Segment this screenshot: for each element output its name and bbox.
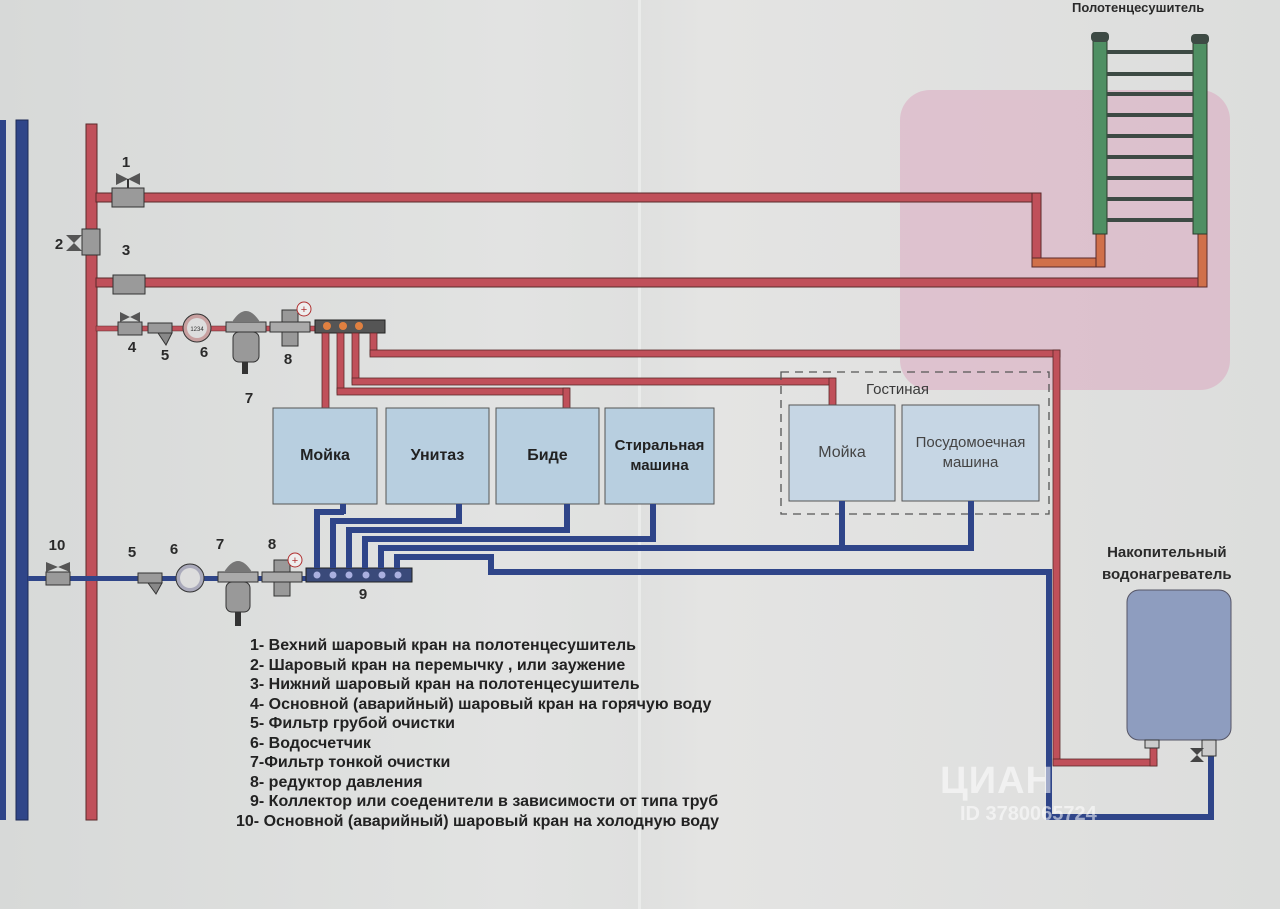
legend-item-8: 8- редуктор давления [250,773,423,791]
fixture-bidet-label: Биде [527,447,568,464]
fine-filter-7-cold [217,561,259,626]
room-boundary [780,371,1050,515]
legend-item-9: 9- Коллектор или соеденители в зависимос… [250,793,719,810]
cold-supply-line [28,576,318,581]
fine-filter-7-hot [225,311,267,374]
water-heater-title-line1: Накопительный [1107,544,1227,561]
fixture-sink-label: Мойка [300,447,350,464]
fixture-boxes [272,404,1040,505]
callout-4: 4 [128,339,137,356]
hot-manifold [314,319,386,334]
callout-3: 3 [122,242,130,259]
ball-valve-3 [112,274,146,295]
legend-item-5: 5- Фильтр грубой очистки [250,715,455,732]
legend-item-2: 2- Шаровый кран на перемычку , или зауже… [250,656,626,674]
callout-7-cold: 7 [216,536,224,553]
callout-10: 10 [49,537,66,554]
callout-8-hot: 8 [284,351,292,368]
meter-reading: 1234 [190,327,204,333]
callout-6-hot: 6 [200,344,208,361]
svg-text:+: + [292,555,298,567]
callout-1: 1 [122,154,130,171]
water-heater-title: Накопительный водонагреватель [1102,542,1232,586]
svg-text:+: + [301,304,307,316]
hot-distribution-pipes [321,332,1158,767]
hot-callouts: 1 2 3 4 5 6 7 8 [55,154,292,407]
ball-valve-1 [111,173,145,208]
ball-valve-2 [66,228,101,256]
callout-5-cold: 5 [128,544,136,561]
watermark: ЦИАН ID 3780065724 [940,760,1097,826]
callout-8-cold: 8 [268,536,276,553]
cold-distribution-pipes [314,501,1214,820]
pressure-reducer-8-hot: + [269,301,312,347]
callout-7-hot: 7 [245,390,253,407]
callout-5-hot: 5 [161,347,169,364]
fixture-toilet-label: Унитаз [410,447,465,464]
callout-2: 2 [55,236,63,253]
pressure-reducer-8-cold: + [261,552,303,597]
room-title: Гостиная [866,381,929,398]
water-heater-icon [1126,589,1232,762]
fixture-living-sink-label: Мойка [818,444,866,461]
ball-valve-10 [45,562,71,586]
towel-rail-title: Полотенцесушитель [1072,0,1205,15]
cold-callouts: 10 5 6 7 8 9 [49,536,368,603]
pink-smudge [900,90,1230,390]
callout-6-cold: 6 [170,541,178,558]
cold-stub-left [0,589,6,593]
fixture-dishwasher-label: Посудомоечная машина [915,434,1026,471]
fixture-washing-machine-label: Стиральная машина [614,437,705,474]
hot-pipe-towel-upper [95,192,1106,268]
legend-item-10: 10- Основной (аварийный) шаровый кран на… [236,812,720,830]
hot-riser [85,123,98,821]
legend-item-4: 4- Основной (аварийный) шаровый кран на … [250,695,712,713]
legend-item-3: 3- Нижний шаровый кран на полотенцесушит… [250,676,640,693]
water-heater-title-line2: водонагреватель [1102,566,1232,583]
legend-item-6: 6- Водосчетчик [250,734,371,752]
legend-item-7: 7-Фильтр тонкой очистки [250,754,451,771]
callout-9: 9 [359,586,367,603]
towel-rail-icon [1091,32,1209,235]
water-meter-6-cold [175,563,205,593]
watermark-id: ID 3780065724 [960,803,1097,825]
cold-riser-left [0,119,29,821]
coarse-filter-5-hot [147,322,173,346]
legend-item-1: 1- Вехний шаровый кран на полотенцесушит… [250,637,636,654]
cold-manifold-9 [305,567,413,583]
coarse-filter-5-cold [137,572,163,595]
ball-valve-4 [117,312,143,336]
legend: 1- Вехний шаровый кран на полотенцесушит… [236,636,719,831]
water-meter-6-hot: 1234 [182,313,212,343]
watermark-brand: ЦИАН [940,760,1054,802]
